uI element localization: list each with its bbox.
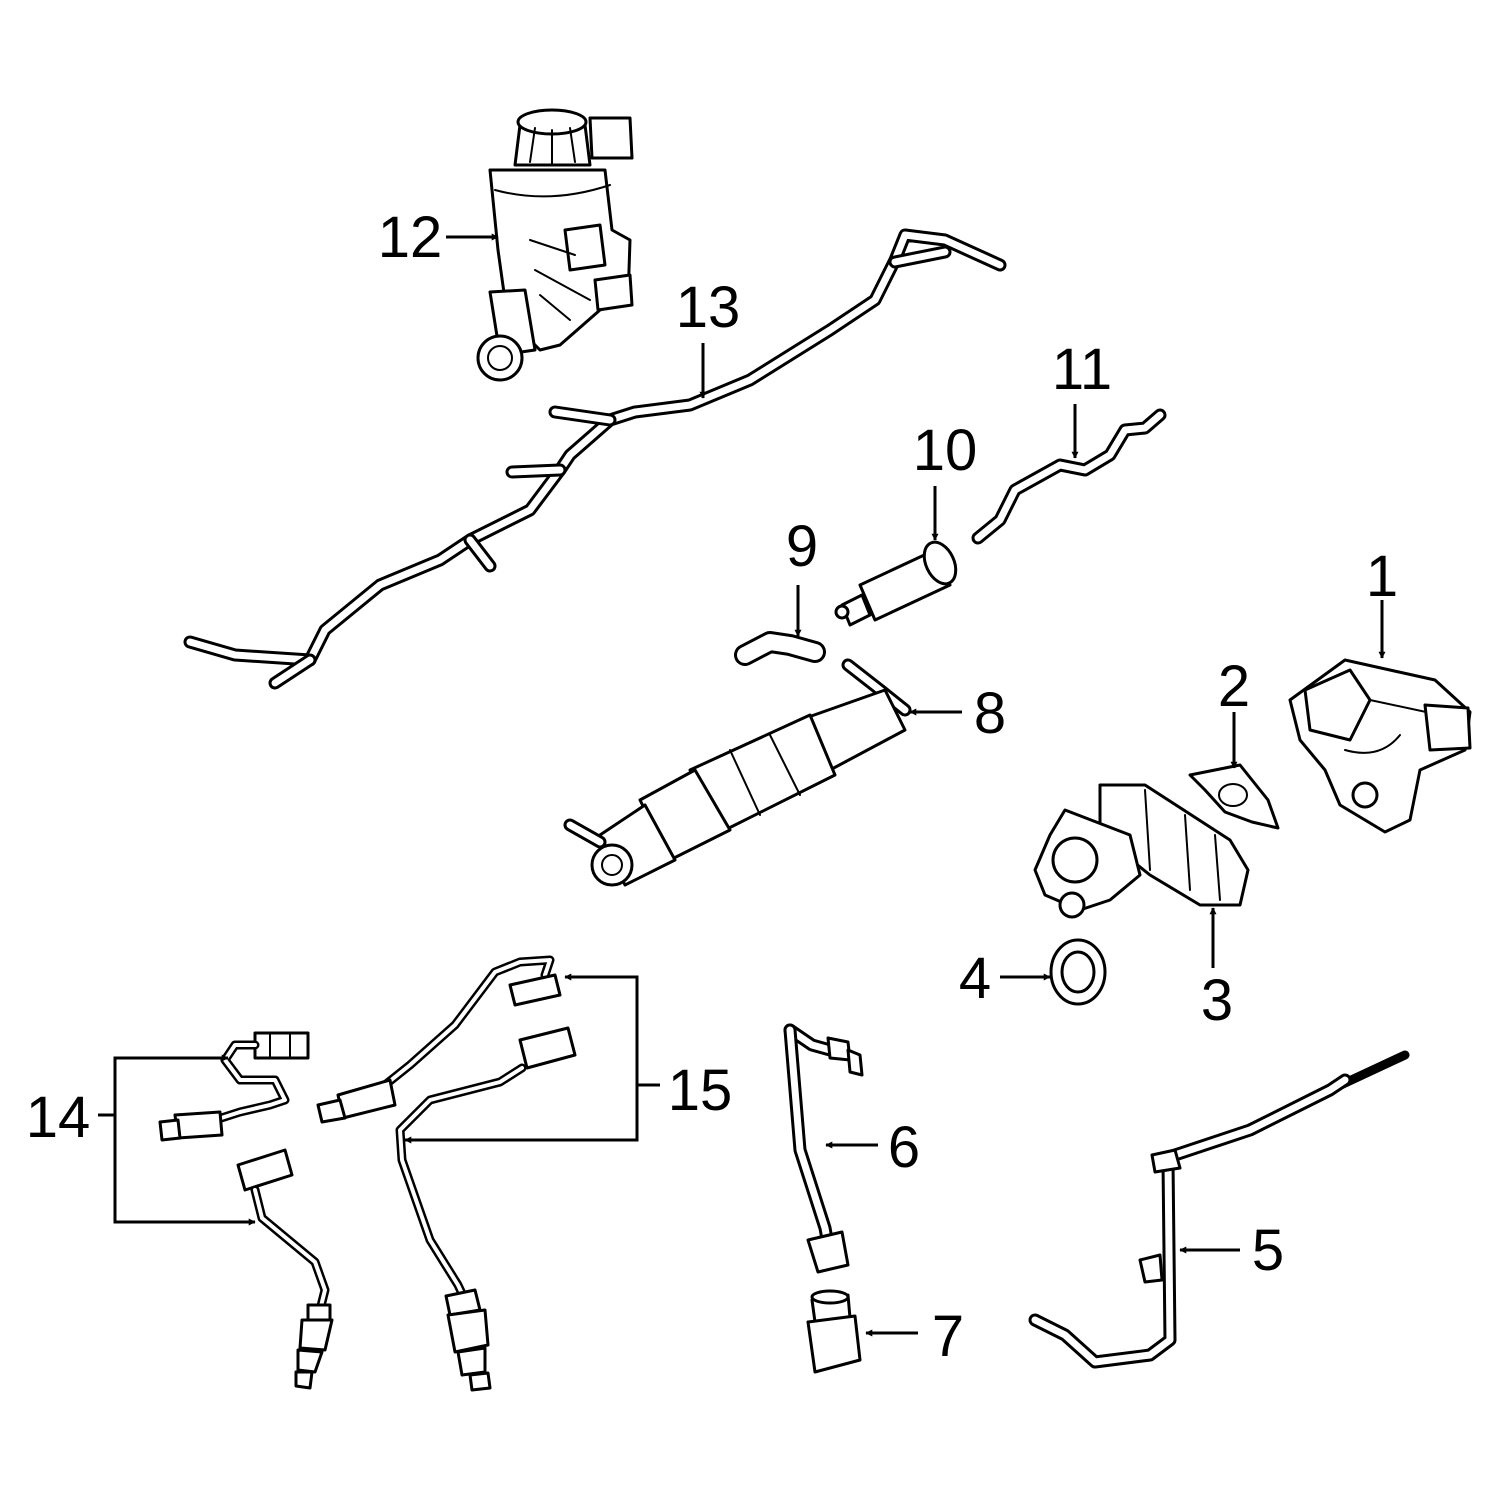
callout-11: 11 <box>1052 337 1112 402</box>
callout-4: 4 <box>959 946 991 1011</box>
callout-8: 8 <box>974 681 1006 746</box>
callout-2: 2 <box>1218 654 1250 719</box>
part-6-sensor <box>783 1023 864 1274</box>
callout-7: 7 <box>932 1304 964 1369</box>
callout-5: 5 <box>1252 1218 1284 1283</box>
part-9-hose <box>734 631 826 666</box>
part-5-tube <box>1028 1050 1410 1369</box>
callout-9: 9 <box>786 514 818 579</box>
part-15-sensors <box>316 955 577 1392</box>
part-7-fitting <box>806 1289 862 1374</box>
callout-12: 12 <box>378 205 443 270</box>
part-11-tube <box>971 408 1167 545</box>
callout-10: 10 <box>913 418 978 483</box>
part-1-valve <box>1288 658 1472 834</box>
callout-1: 1 <box>1366 544 1398 609</box>
callout-numbers: 1 2 3 4 5 6 7 8 9 10 11 12 13 14 15 <box>26 205 1398 1369</box>
part-8-cooler <box>563 658 912 887</box>
part-10-fitting <box>834 540 958 627</box>
part-13-tube <box>183 228 1007 690</box>
callout-15: 15 <box>668 1058 733 1123</box>
part-3-valve <box>1033 783 1250 919</box>
part-2-gasket <box>1188 763 1280 830</box>
callout-14: 14 <box>26 1085 91 1150</box>
callout-13: 13 <box>676 275 741 340</box>
part-4-oring <box>1049 938 1107 1006</box>
callout-3: 3 <box>1201 968 1233 1033</box>
leader-lines <box>98 233 1386 1337</box>
part-12-valve <box>476 108 634 382</box>
part-14-sensors <box>158 1031 334 1390</box>
callout-6: 6 <box>888 1115 920 1180</box>
